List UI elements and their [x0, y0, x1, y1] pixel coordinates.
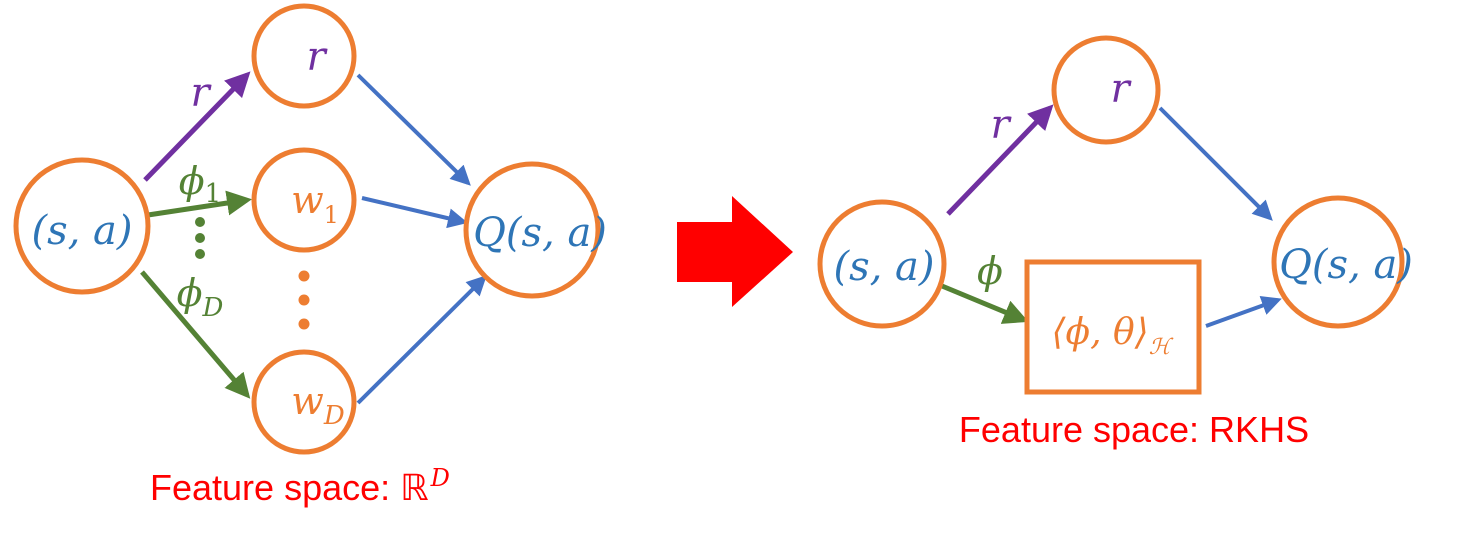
edge-inner-to-q: [1205, 296, 1282, 328]
left-diagram: (s, a) r w1 wD Q(s, a) r ϕ1 ϕD Feature s…: [13, 3, 607, 508]
green-ellipsis-dot: [195, 217, 205, 227]
edge-phi1-label: ϕ1: [179, 159, 221, 209]
node-r-circle: [1051, 35, 1161, 145]
node-wd-label: wD: [291, 379, 345, 431]
orange-ellipsis-dot: [298, 318, 310, 330]
edge-r-to-q: [356, 73, 471, 186]
edge-r-to-q: [1158, 106, 1273, 221]
edge-r-label: r: [990, 102, 1012, 148]
node-sa-circle: [13, 157, 151, 295]
edge-sa-to-r: [946, 104, 1054, 216]
node-r-label: r: [306, 34, 328, 80]
node-sa-label: (s, a): [31, 208, 132, 254]
node-q-circle: [1271, 195, 1405, 329]
node-r-label: r: [1110, 66, 1132, 112]
node-inner-product-box: [1024, 259, 1202, 395]
edge-r-label: r: [190, 70, 212, 116]
edge-sa-to-wd: [140, 270, 251, 399]
edge-sa-to-r: [143, 71, 251, 182]
node-sa-label: (s, a): [833, 244, 934, 290]
node-inner-label: ⟨ϕ, θ⟩ℋ: [1052, 312, 1174, 360]
edge-sa-to-inner: [941, 283, 1029, 324]
edge-phi-label: ϕ: [977, 249, 1003, 293]
edge-w1-to-q: [361, 196, 468, 229]
orange-ellipsis-dot: [298, 294, 310, 306]
right-diagram: (s, a) r ⟨ϕ, θ⟩ℋ Q(s, a) r ϕ Feature spa…: [817, 35, 1413, 450]
node-w1-circle: [251, 147, 357, 253]
node-w1-label: w1: [291, 178, 339, 229]
left-caption: Feature space: ℝD: [150, 464, 450, 508]
node-q-circle: [463, 161, 601, 299]
edge-sa-to-w1: [147, 190, 252, 218]
node-q-label: Q(s, a): [473, 210, 607, 256]
green-ellipsis-dot: [195, 233, 205, 243]
edge-phid-label: ϕD: [177, 271, 224, 323]
edge-wd-to-q: [356, 275, 487, 405]
node-q-label: Q(s, a): [1279, 242, 1413, 288]
right-arrow-icon: [677, 196, 793, 307]
node-sa-circle: [817, 199, 947, 329]
right-caption: Feature space: RKHS: [959, 409, 1309, 450]
green-ellipsis-dot: [195, 249, 205, 259]
node-wd-circle: [251, 349, 357, 455]
node-r-circle: [251, 3, 357, 109]
orange-ellipsis-dot: [298, 270, 310, 282]
